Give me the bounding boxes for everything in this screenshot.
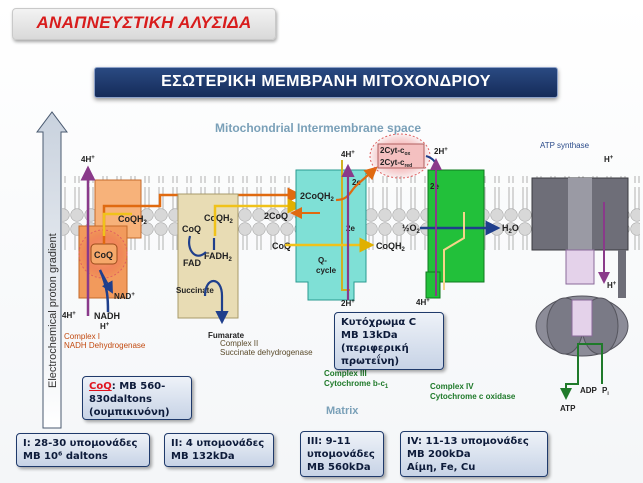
c1-name: Complex I [64, 332, 100, 341]
nad-label: NAD+ [114, 292, 135, 301]
coq-line-3: (ουμπικινόνη) [89, 407, 170, 418]
c4-info-line-1: IV: 11-13 υπομονάδες [407, 436, 529, 447]
atp-h-bottom: H+ [607, 281, 617, 290]
slide-title: ΑΝΑΠΝΕΥΣΤΙΚΗ ΑΛΥΣΙΔΑ [36, 13, 252, 32]
section-banner: ΕΣΩΤΕΡΙΚΗ ΜΕΜΒΡΑΝΗ ΜΙΤΟΧΟΝΔΡΙΟΥ [94, 67, 558, 98]
c2-coqh2-label: CoQH2 [204, 213, 234, 225]
o2-label: ½O2 [402, 223, 421, 235]
adp-label: ADP [580, 386, 598, 395]
c3-proton-bottom: 2H+ [341, 299, 355, 308]
complex-iv-info-box: IV: 11-13 υπομονάδες MB 200kDa Αίμη, Fe,… [400, 431, 548, 477]
pi-label: Pi [602, 386, 609, 397]
c4-e2-label: 2e [430, 182, 439, 191]
cyt-red-label: 2Cyt-cred [380, 158, 412, 169]
complex-iv: 2e ½O2 H2O 2H+ 4H+ Complex IV Cytochrome… [402, 147, 519, 401]
c4-info-line-3: Αίμη, Fe, Cu [407, 462, 476, 473]
coq-line-2: 830daltons [89, 394, 152, 405]
cytochrome-c: 2Cyt-cox 2Cyt-cred [369, 133, 445, 186]
c2-coq-label: CoQ [182, 224, 201, 234]
c2-info-line-2: MB 132kDa [171, 451, 235, 462]
proton-gradient-arrow [36, 111, 68, 429]
c3-coqh2-label: 2CoQH2 [300, 191, 335, 203]
atp-h-top: H+ [604, 155, 614, 164]
c3-info-line-3: MB 560kDa [307, 462, 371, 473]
c1-proton-top: 4H+ [81, 155, 95, 164]
c4-name: Complex IV [430, 382, 474, 391]
coq-line-1: : MB 560- [111, 381, 166, 392]
intermembrane-label: Mitochondrial Intermembrane space [215, 121, 421, 135]
c4-proton-top: 2H+ [434, 147, 448, 156]
fadh2-label: FADH2 [204, 251, 233, 263]
c2-name: Complex II [220, 339, 258, 348]
atp-synthase: ATP synthase H+ H+ ADP Pi ATP [531, 141, 629, 413]
c3-info-line-1: III: 9-11 [307, 436, 351, 447]
c3-desc: Cytochrome b-c1 [324, 379, 389, 390]
c4-desc: Cytochrome c oxidase [430, 392, 516, 401]
succinate-label: Succinate [176, 286, 214, 295]
c1-proton-bottom: 4H+ [62, 311, 76, 320]
cytc-line-1: Κυτόχρωμα C [341, 317, 417, 328]
complex-iii-info-box: III: 9-11 υπομονάδες MB 560kDa [300, 431, 384, 477]
c3-name: Complex III [324, 369, 367, 378]
c2-desc: Succinate dehydrogenase [220, 348, 313, 357]
complex-iii: 2CoQH2 2CoQ CoQ CoQH2 2e 2e Q-cycle 4H+ … [264, 150, 406, 390]
complex-ii: CoQ CoQH2 FAD FADH2 Succinate Fumarate C… [176, 193, 313, 357]
cytochrome-c-info-box: Κυτόχρωμα C MB 13kDa (περιφερική πρωτεΐν… [334, 312, 444, 370]
atp-label: ATP [560, 404, 576, 413]
c3-coqh2-out-label: CoQH2 [376, 241, 406, 253]
c3-proton-top: 4H+ [341, 150, 355, 159]
c1-coq-label: CoQ [94, 250, 113, 260]
c3-info-line-2: υπομονάδες [307, 449, 375, 460]
c4-info-line-2: MB 200kDa [407, 449, 471, 460]
atp-synthase-label: ATP synthase [540, 141, 590, 150]
cytc-line-4: πρωτεΐνη) [341, 356, 400, 367]
matrix-label: Matrix [326, 405, 359, 417]
c1-info-line-2: MB 10⁶ daltons [23, 451, 108, 462]
c3-coq-mid-label: CoQ [272, 241, 291, 251]
c3-e2-mid: 2e [346, 224, 355, 233]
q-cycle-label: Q-cycle [316, 256, 337, 275]
c1-coqh2-label: CoQH2 [118, 214, 148, 226]
cytc-line-3: (περιφερική [341, 343, 409, 354]
cytc-line-2: MB 13kDa [341, 330, 398, 341]
coq-info-box: CoQ: MB 560- 830daltons (ουμπικινόνη) [82, 376, 192, 420]
h-label: H+ [100, 322, 110, 331]
slide-title-box: ΑΝΑΠΝΕΥΣΤΙΚΗ ΑΛΥΣΙΔΑ [12, 8, 276, 40]
complex-ii-info-box: II: 4 υπομονάδες MB 132kDa [164, 433, 274, 467]
c3-coq-out-label: 2CoQ [264, 211, 288, 221]
banner-title: ΕΣΩΤΕΡΙΚΗ ΜΕΜΒΡΑΝΗ ΜΙΤΟΧΟΝΔΡΙΟΥ [161, 73, 491, 90]
gradient-label: Electrochemical proton gradient [47, 233, 59, 388]
c1-info-line-1: I: 28-30 υπομονάδες [23, 438, 138, 449]
c1-desc: NADH Dehydrogenase [64, 341, 146, 350]
fumarate-label: Fumarate [208, 331, 245, 340]
c3-e2-top: 2e [352, 178, 361, 187]
cyt-ox-label: 2Cyt-cox [380, 146, 411, 157]
coq-highlight-label: CoQ [89, 381, 112, 392]
c4-proton-bottom: 4H+ [416, 298, 430, 307]
nadh-label: NADH [94, 311, 120, 321]
h2o-label: H2O [502, 223, 519, 235]
fad-label: FAD [183, 258, 202, 268]
complex-i-info-box: I: 28-30 υπομονάδες MB 10⁶ daltons [16, 433, 150, 467]
c2-info-line-1: II: 4 υπομονάδες [171, 438, 265, 449]
